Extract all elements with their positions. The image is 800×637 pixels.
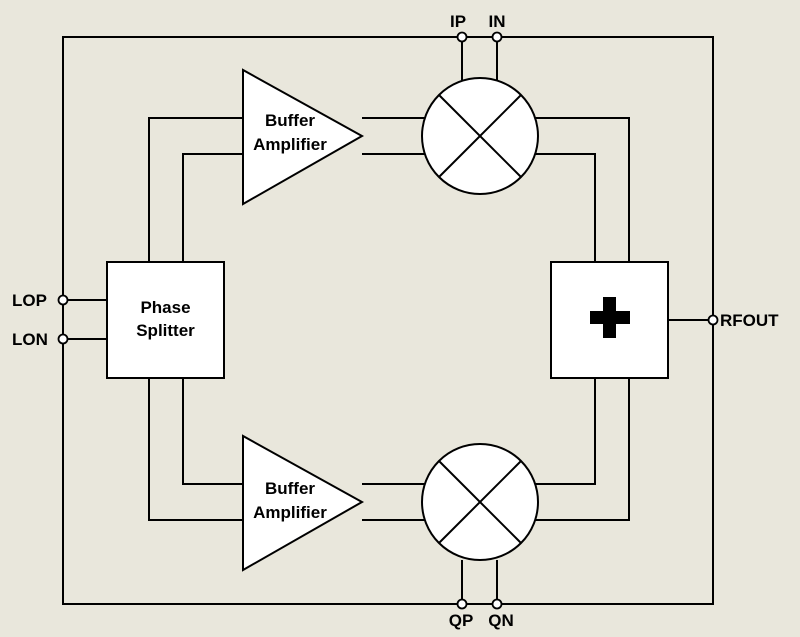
summer-block — [550, 261, 669, 379]
pin-qn-label: QN — [488, 611, 514, 630]
buffer-amplifier-bottom-label-line1: Buffer — [265, 479, 315, 498]
pin-rfout: RFOUT — [707, 311, 779, 330]
pin-qp: QP — [449, 598, 474, 630]
pin-qp-label: QP — [449, 611, 474, 630]
pin-in-label: IN — [489, 12, 506, 31]
phase-splitter-label-line1: Phase — [140, 298, 190, 317]
pin-ip: IP — [450, 12, 468, 43]
pin-ip-label: IP — [450, 12, 466, 31]
phase-splitter-label-line2: Splitter — [136, 321, 195, 340]
buffer-amplifier-top-label-line2: Amplifier — [253, 135, 327, 154]
wiring — [63, 37, 713, 604]
buffer-amplifier-top-label-line1: Buffer — [265, 111, 315, 130]
pin-lop-label: LOP — [12, 291, 47, 310]
pin-lon: LON — [12, 330, 69, 349]
pin-in: IN — [489, 12, 506, 43]
phase-splitter-block: Phase Splitter — [106, 261, 225, 379]
mixer-top — [421, 77, 539, 195]
mixer-bottom — [421, 443, 539, 561]
pin-rfout-label: RFOUT — [720, 311, 779, 330]
pin-qn: QN — [488, 598, 514, 630]
pin-lon-label: LON — [12, 330, 48, 349]
pin-lop: LOP — [12, 291, 69, 310]
buffer-amplifier-top: Buffer Amplifier — [242, 68, 365, 206]
buffer-amplifier-bottom-label-line2: Amplifier — [253, 503, 327, 522]
buffer-amplifier-bottom: Buffer Amplifier — [242, 434, 365, 572]
